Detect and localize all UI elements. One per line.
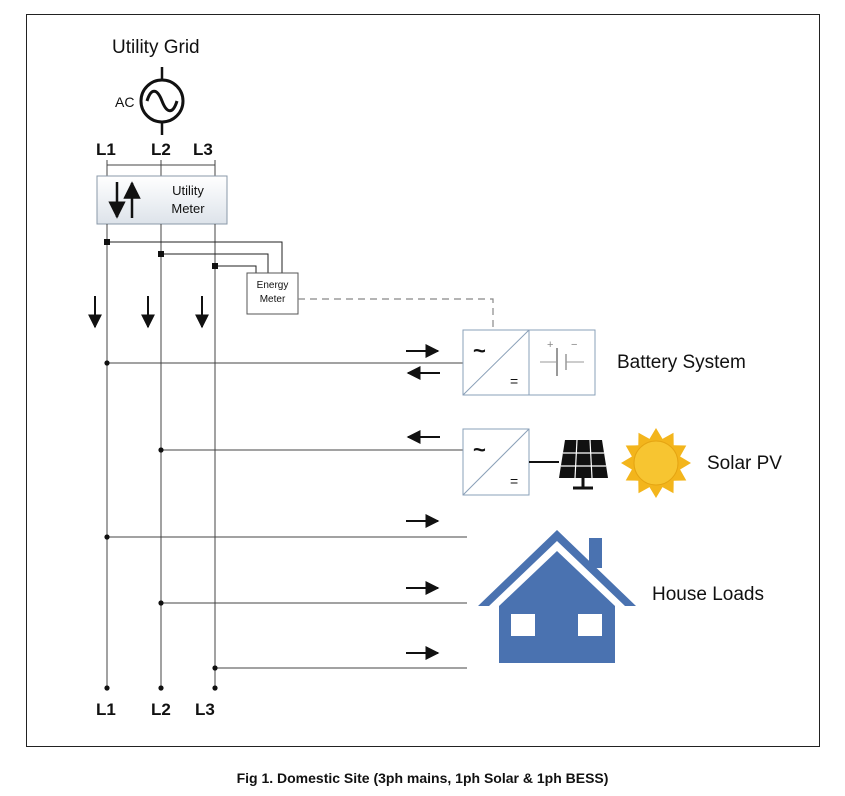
- figure-caption: Fig 1. Domestic Site (3ph mains, 1ph Sol…: [236, 770, 609, 786]
- phase-label-bottom-l1: L1: [96, 700, 116, 719]
- phase-connectors-top: [106, 160, 216, 176]
- phase-busbars: [106, 224, 216, 688]
- phase-label-top-l1: L1: [96, 140, 116, 159]
- battery-plus-sign: +: [547, 339, 554, 351]
- diagram-frame: [26, 14, 820, 747]
- branch-feeders: [107, 362, 467, 669]
- phase-label-top-l3: L3: [193, 140, 213, 159]
- utility-grid-title: Utility Grid: [112, 37, 200, 58]
- phase-label-bottom-l2: L2: [151, 700, 171, 719]
- phase-label-top-l2: L2: [151, 140, 171, 159]
- utility-meter-label-line1: Utility: [172, 183, 204, 198]
- solar-inverter-dc-symbol: =: [510, 473, 519, 489]
- flow-arrows-horizontal: [406, 344, 440, 660]
- battery-inverter-dc-symbol: =: [510, 373, 519, 389]
- ct-tap-markers: [104, 239, 218, 269]
- battery-inverter: [462, 329, 530, 396]
- ac-source-icon: [139, 67, 185, 135]
- ac-label: AC: [115, 94, 135, 110]
- solar-inverter-ac-symbol: ~: [473, 437, 486, 462]
- battery-minus-sign: −: [571, 339, 578, 351]
- ct-wiring: [107, 241, 283, 273]
- energy-meter-label-line2: Meter: [259, 294, 286, 305]
- solar-inverter: [462, 428, 530, 496]
- energy-meter: [246, 272, 299, 315]
- utility-meter-label-line2: Meter: [171, 201, 205, 216]
- solar-pv-label: Solar PV: [707, 453, 782, 474]
- energy-meter-label-line1: Energy: [256, 280, 289, 291]
- house-loads-label: House Loads: [652, 584, 764, 605]
- battery-icon: [528, 329, 596, 396]
- meter-comms-link: [298, 298, 494, 328]
- flow-arrows-down: [88, 296, 209, 329]
- battery-inverter-ac-symbol: ~: [473, 338, 486, 363]
- solar-panel-icon: [559, 439, 608, 490]
- house-icon: [478, 530, 636, 663]
- junction-dots: [104, 360, 218, 691]
- phase-label-bottom-l3: L3: [195, 700, 215, 719]
- utility-meter: [96, 175, 228, 225]
- sun-icon: [621, 428, 691, 498]
- battery-system-label: Battery System: [617, 352, 746, 373]
